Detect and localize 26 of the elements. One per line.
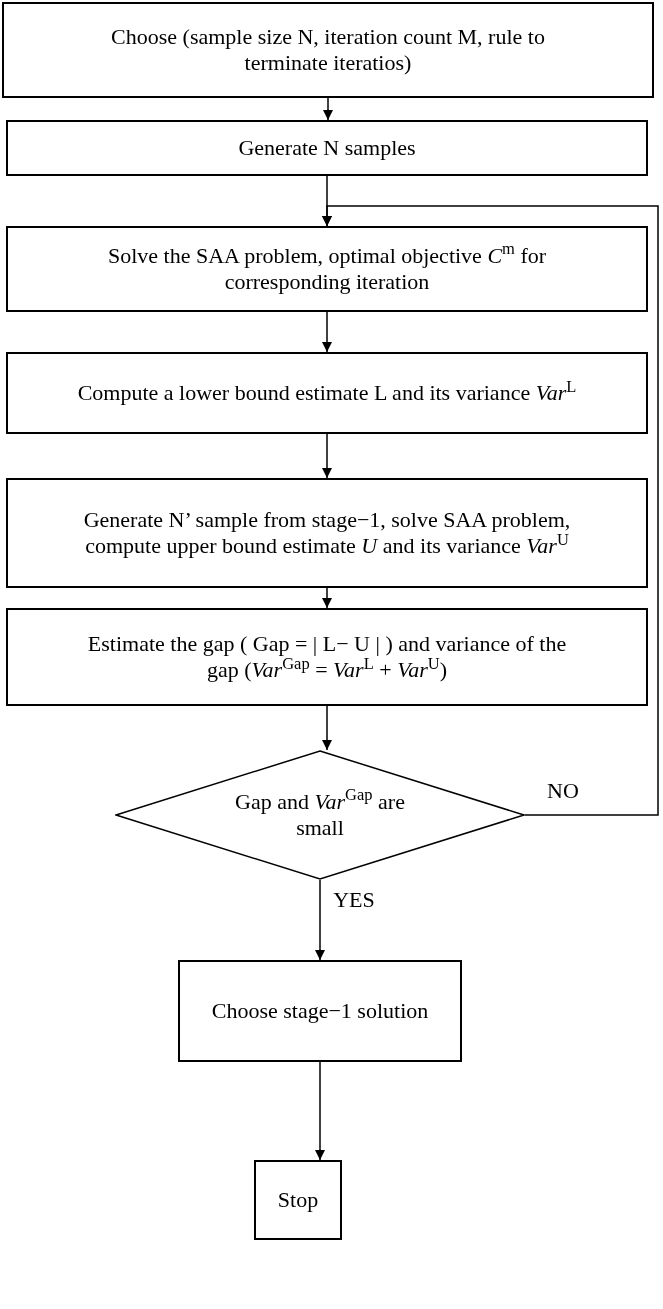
arrow <box>322 205 659 816</box>
process-box <box>254 1160 342 1240</box>
process-box <box>6 226 648 312</box>
process-box <box>178 960 462 1062</box>
box-text: Solve the SAA problem, optimal objective C$^{m}$ for corresponding iteration <box>106 242 548 296</box>
box-text: Stop <box>277 1186 319 1214</box>
arrow <box>322 311 332 353</box>
process-box <box>2 2 654 98</box>
process-box <box>6 352 648 434</box>
process-box <box>6 478 648 588</box>
box-text: Choose stage−1 solution <box>211 997 429 1025</box>
arrow <box>323 97 333 121</box>
arrow <box>322 587 332 609</box>
decision-diamond <box>115 750 525 880</box>
arrow <box>322 433 332 479</box>
box-text: Generate N samples <box>238 134 416 162</box>
box-text: Compute a lower bound estimate L and its variance Var$^{L}$ <box>77 379 577 407</box>
arrow <box>315 879 325 961</box>
box-text: Gap and Var$^{Gap}$ are small <box>234 788 406 842</box>
process-box <box>6 608 648 706</box>
box-text: Generate N’ sample from stage−1, solve SAA problem, compute upper bound estimate U and its variance Var$^{U}$ <box>82 506 572 560</box>
arrow <box>315 1061 325 1161</box>
box-text: Choose (sample size N, iteration count M, rule to terminate iteratios) <box>110 23 546 77</box>
arrow <box>322 705 332 751</box>
box-text: Estimate the gap ( Gap = | L− U | ) and variance of the gap (Var$^{Gap}$ = Var$^{L}$ + Var$^{U}$) <box>86 630 568 684</box>
process-box <box>6 120 648 176</box>
